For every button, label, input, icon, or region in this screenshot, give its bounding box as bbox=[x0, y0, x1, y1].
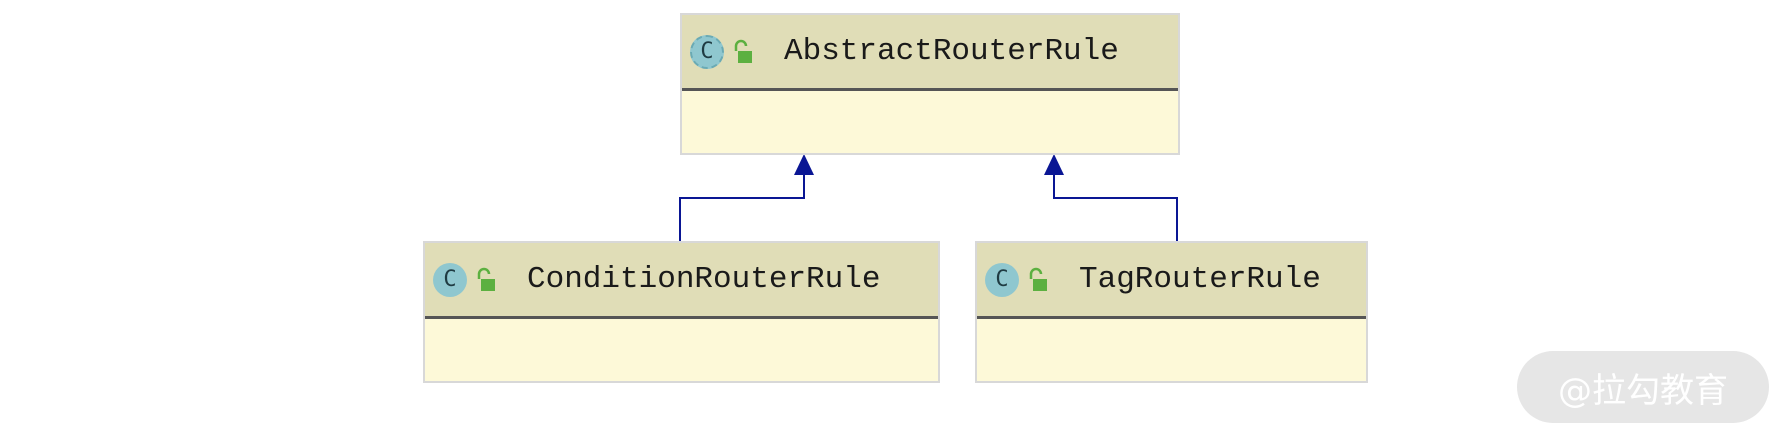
class-name: ConditionRouterRule bbox=[527, 262, 881, 297]
class-icon: C bbox=[985, 262, 1019, 297]
class-name: AbstractRouterRule bbox=[784, 34, 1119, 69]
class-name: TagRouterRule bbox=[1079, 262, 1321, 297]
edge-condition-to-abstract bbox=[679, 154, 814, 241]
abstract-class-icon: C bbox=[690, 34, 724, 69]
class-members-section bbox=[977, 319, 1366, 381]
class-header: C TagRouterRule bbox=[977, 243, 1366, 319]
public-lock-icon bbox=[1029, 267, 1047, 291]
class-tag-router-rule[interactable]: C TagRouterRule bbox=[975, 241, 1368, 383]
watermark: @拉勾教育 bbox=[1517, 351, 1769, 423]
inheritance-arrowhead bbox=[1044, 154, 1064, 175]
inheritance-arrowhead bbox=[794, 154, 814, 175]
class-icon: C bbox=[433, 262, 467, 297]
class-header: C ConditionRouterRule bbox=[425, 243, 938, 319]
public-lock-icon bbox=[477, 267, 495, 291]
class-abstract-router-rule[interactable]: C AbstractRouterRule bbox=[680, 13, 1180, 155]
edge-tag-to-abstract bbox=[1044, 154, 1178, 241]
public-lock-icon bbox=[734, 39, 752, 63]
class-header: C AbstractRouterRule bbox=[682, 15, 1178, 91]
class-members-section bbox=[425, 319, 938, 381]
class-members-section bbox=[682, 91, 1178, 153]
class-condition-router-rule[interactable]: C ConditionRouterRule bbox=[423, 241, 940, 383]
